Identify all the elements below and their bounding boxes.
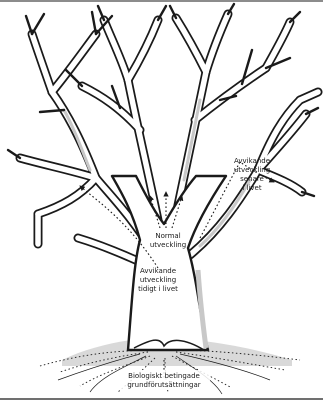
late-label-line-1: Avvikande [234,157,270,165]
label-early-development: Avvikande utveckling tidigt i livet [138,267,178,293]
late-path [199,161,275,239]
normal-label-line-2: utveckling [150,241,186,249]
label-normal-development: Normal utveckling [150,232,186,249]
label-late-development: Avvikande utveckling senare i livet [234,157,270,192]
label-root-conditions: Biologiskt betingade grundförutsättninga… [120,370,210,390]
early-label-line-3: tidigt i livet [138,285,178,293]
early-label-line-1: Avvikande [140,267,176,275]
normal-arrow-3 [171,195,184,229]
roots-label-line-2: grundförutsättningar [127,381,200,389]
late-label-line-2: utveckling [234,166,270,174]
late-label-line-4: i livet [242,184,262,192]
normal-label-line-1: Normal [155,232,180,240]
early-path [79,185,159,269]
roots-label-line-1: Biologiskt betingade [128,372,200,380]
early-label-line-2: utveckling [140,276,176,284]
normal-arrow-1 [148,195,161,229]
late-label-line-3: senare [240,175,264,183]
tree-trunk [110,174,228,352]
